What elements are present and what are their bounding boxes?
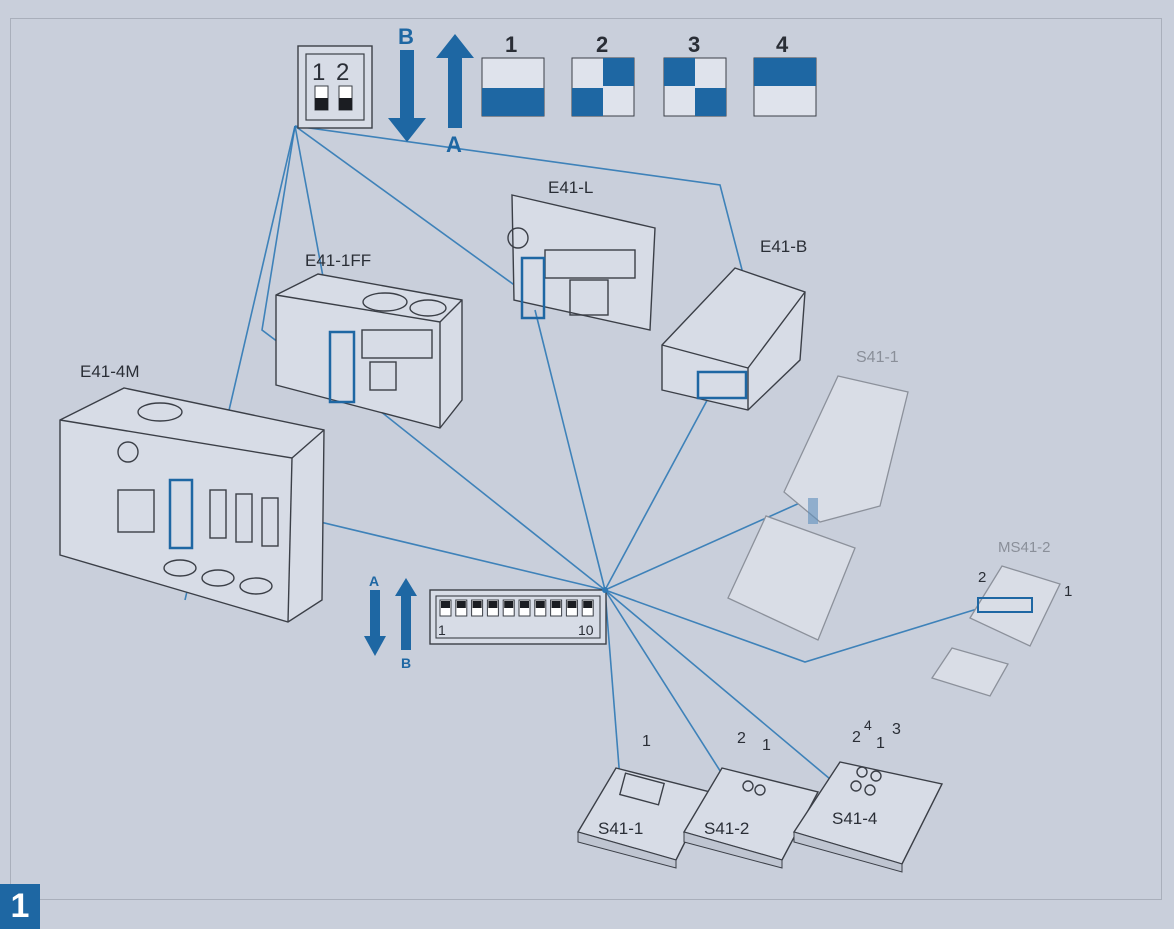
e41-4m-label: E41-4M [80, 362, 140, 381]
ms41-2-btn-2-label: 2 [978, 569, 986, 586]
dip10-switch-knob [583, 601, 593, 608]
dip-switch-10: A B 1 10 [364, 573, 607, 671]
dip10-switch-knob [441, 601, 450, 608]
dip10-down-arrow-icon [364, 636, 386, 656]
dip10-switch-knob [488, 601, 498, 608]
wire-hub-s41-4 [604, 589, 856, 801]
s41-2-button-b-label: 1 [762, 737, 771, 754]
ms41-2-btn-1-label: 1 [1064, 583, 1072, 600]
dip10-switch-knob [567, 601, 577, 608]
s41-4-button-3-label: 3 [892, 721, 901, 738]
mode-2-label: 2 [596, 32, 608, 57]
dip10-arrow-a-label: A [369, 573, 379, 589]
remote-s41-4: 2 4 1 3 S41-4 [792, 717, 944, 873]
s41-4-button-4-label: 4 [864, 717, 872, 733]
dip10-up-arrow-icon [395, 578, 417, 596]
s41-4-button-1-label: 1 [876, 735, 885, 752]
wire-hub-e41-4m [269, 509, 606, 591]
ms41-2-label: MS41-2 [998, 539, 1051, 556]
dip10-switch-knob [535, 601, 545, 608]
s41-1-button-label: 1 [642, 733, 651, 750]
dip10-label-first: 1 [438, 622, 446, 638]
dip-switch-2: 1 2 [297, 45, 373, 129]
mode-indicators: 1 2 3 4 [481, 32, 817, 117]
wire-hub-e41-1ff [359, 394, 606, 591]
dip10-arrow-b-label: B [401, 655, 411, 671]
dip10-switch-knob [456, 601, 466, 608]
s41-1-label: S41-1 [598, 819, 643, 838]
e41-l-label: E41-L [548, 178, 593, 197]
device-e41-1ff: E41-1FF [275, 251, 463, 429]
s41-2-button-a-label: 2 [737, 730, 746, 747]
up-arrow-icon [436, 34, 474, 58]
mode-3-label: 3 [688, 32, 700, 57]
device-e41-l: E41-L [507, 178, 656, 331]
dip10-switch-knob [472, 601, 482, 608]
mode-1-label: 1 [505, 32, 517, 57]
dip10-label-last: 10 [578, 622, 594, 638]
wire-hub-ms41-2 [604, 589, 991, 663]
wire-hub-e41-b [604, 379, 719, 591]
mode-arrows: B A [388, 24, 474, 157]
down-arrow-icon [388, 118, 426, 142]
dip10-switches [439, 599, 594, 617]
device-e41-4m: E41-4M [59, 362, 325, 623]
mode-4-label: 4 [776, 32, 789, 57]
dip2-label-1: 1 [312, 59, 325, 86]
e41-b-label: E41-B [760, 237, 807, 256]
wire-hub [602, 587, 608, 593]
device-s41-1-top: S41-1 [727, 349, 909, 641]
device-ms41-2: MS41-2 2 1 [930, 539, 1072, 697]
s41-1-top-label: S41-1 [856, 349, 899, 366]
s41-4-button-2-label: 2 [852, 729, 861, 746]
remote-s41-1: 1 S41-1 [576, 733, 712, 869]
e41-1ff-label: E41-1FF [305, 251, 371, 270]
arrow-b-label: B [398, 24, 414, 49]
figure-number-badge: 1 [0, 884, 40, 929]
wire-dip2-e41-l [294, 125, 536, 301]
remote-s41-2: 2 1 S41-2 [682, 730, 820, 869]
s41-4-label: S41-4 [832, 809, 877, 828]
dip10-switch-knob [551, 601, 561, 608]
s41-2-label: S41-2 [704, 819, 749, 838]
wire-hub-e41-l [534, 309, 606, 591]
dip10-switch-knob [504, 601, 514, 608]
arrow-a-label: A [446, 132, 462, 157]
device-e41-b: E41-B [661, 237, 807, 411]
dip2-label-2: 2 [336, 59, 349, 86]
dip10-switch-knob [520, 601, 529, 608]
